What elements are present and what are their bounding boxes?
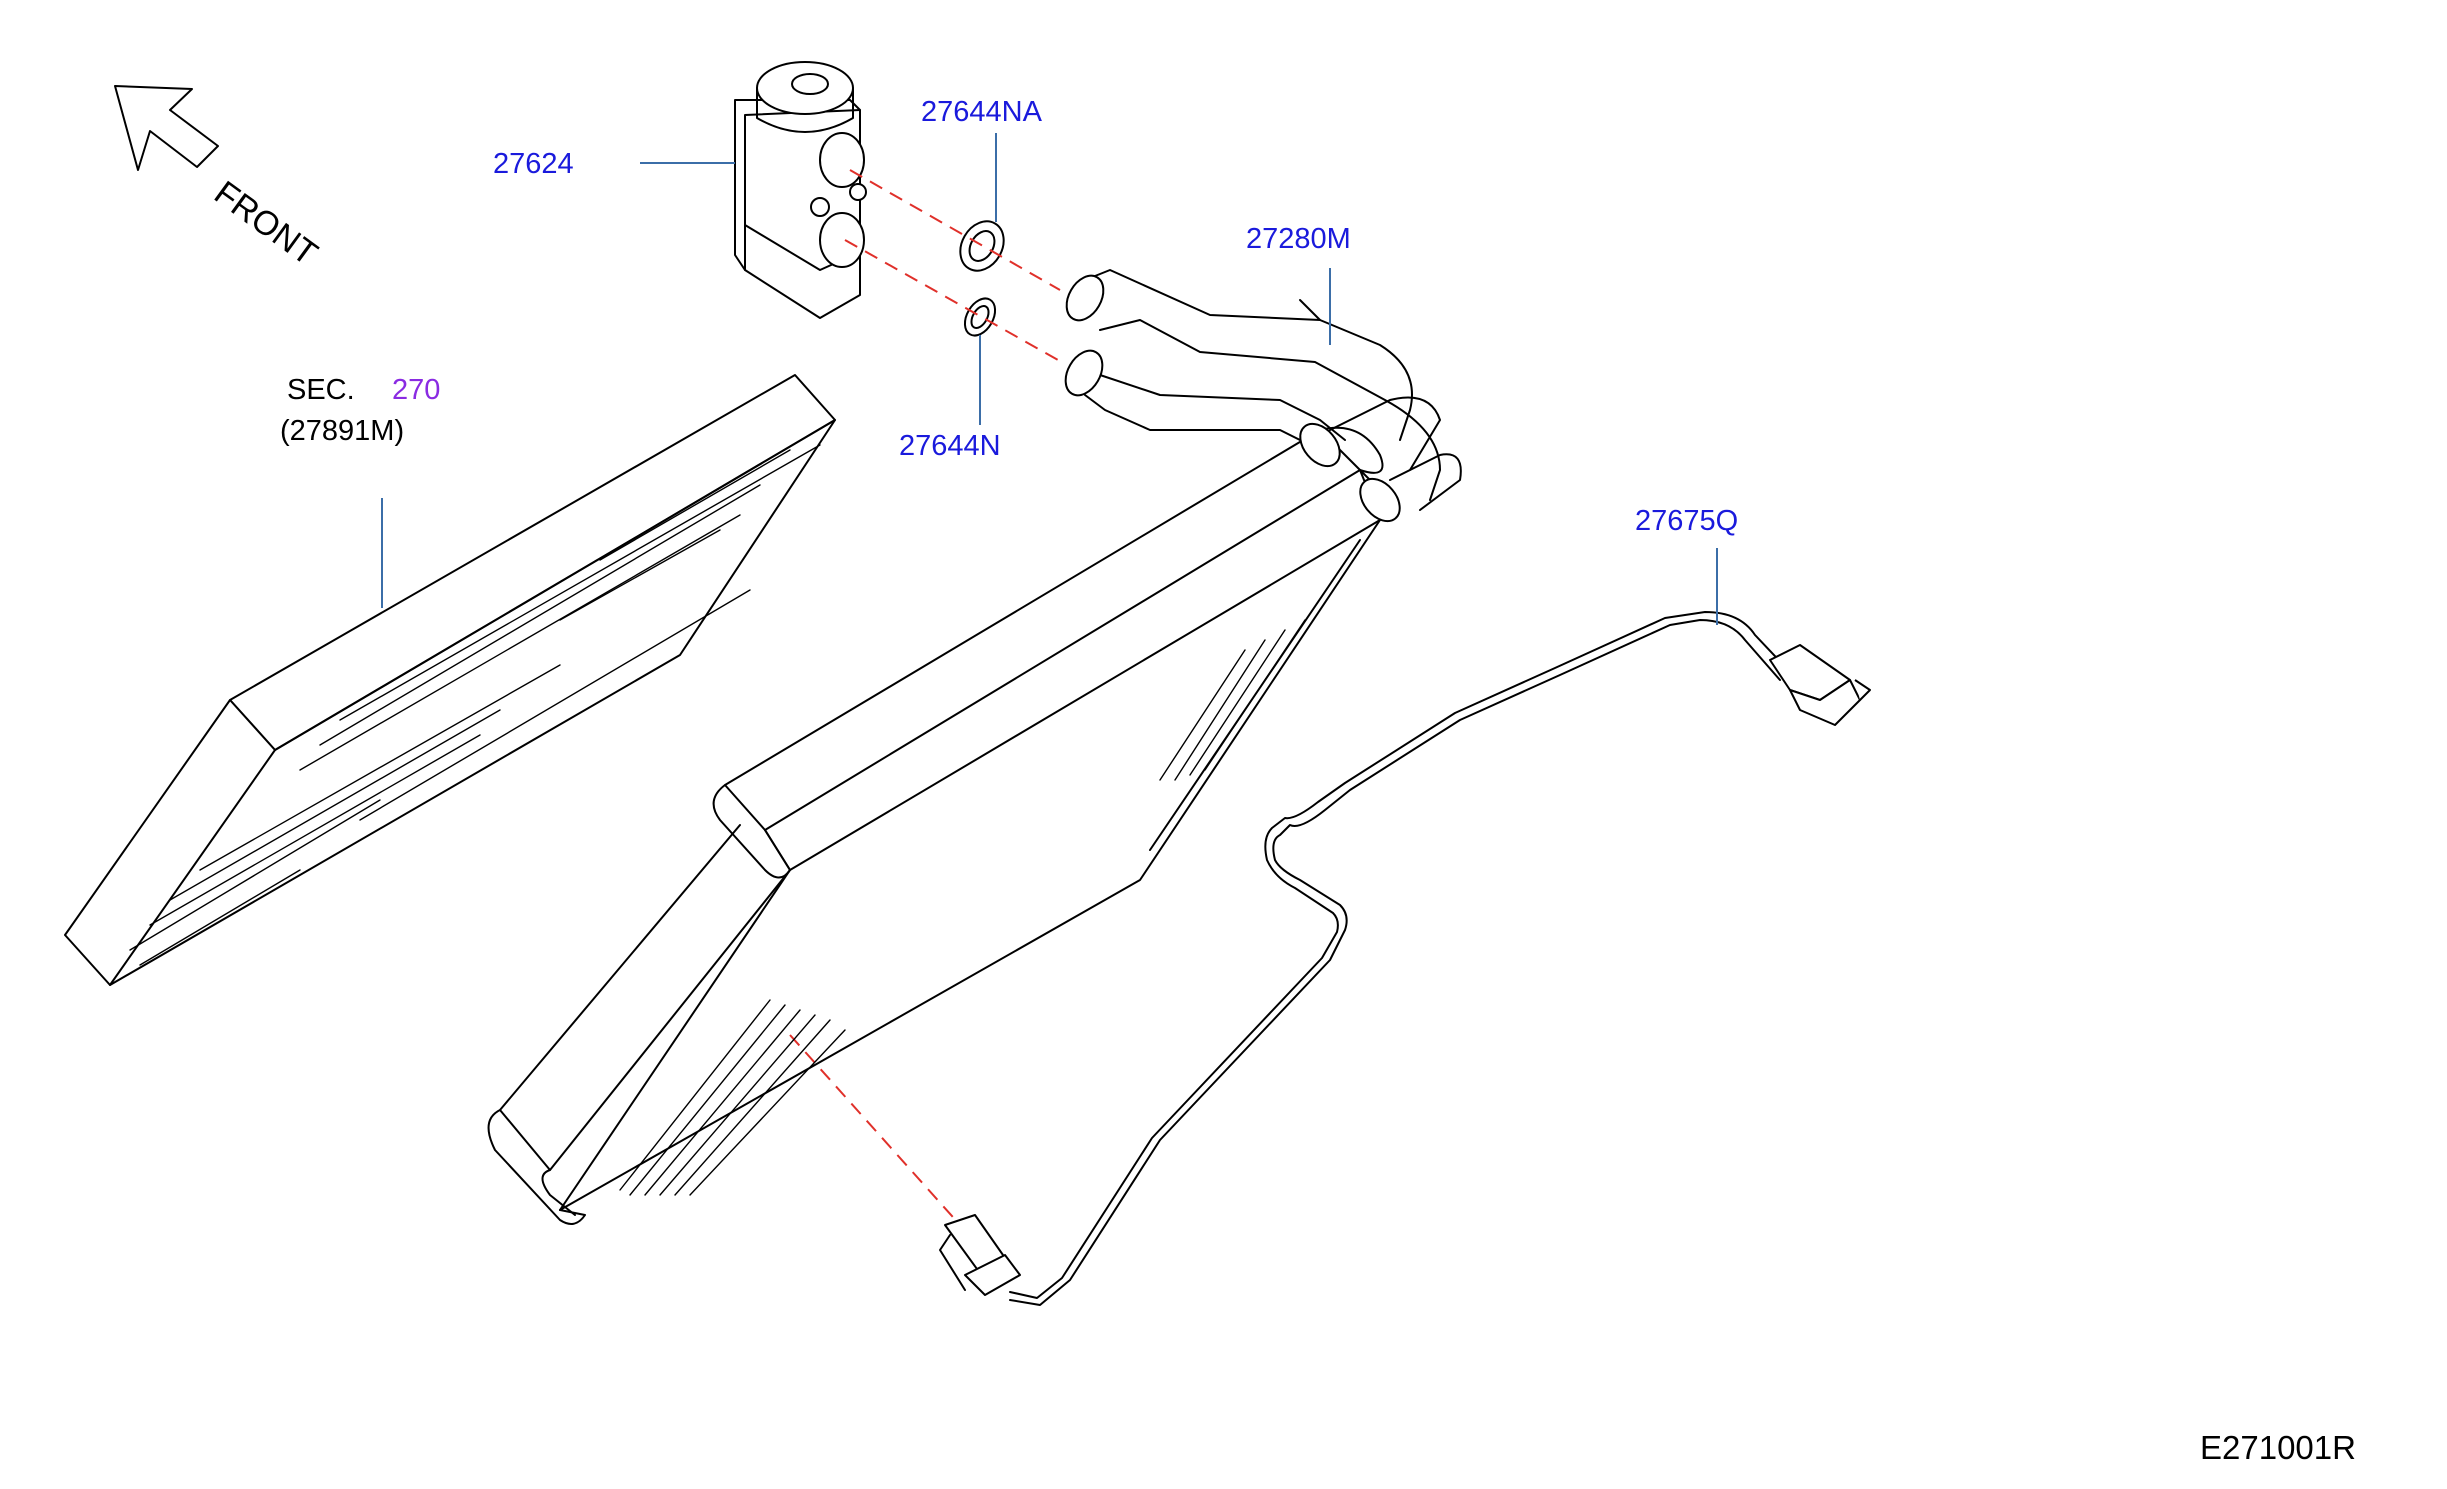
section-part-number: (27891M) [280, 415, 405, 447]
part-label-27280M[interactable]: 27280M [1246, 223, 1351, 255]
section-number-link[interactable]: 270 [392, 374, 441, 406]
expansion-valve[interactable] [734, 61, 867, 319]
evaporator-core[interactable] [487, 396, 1462, 1225]
part-label-27644N[interactable]: 27644N [899, 430, 1001, 462]
front-label: FRONT [207, 174, 324, 274]
part-label-27675Q[interactable]: 27675Q [1635, 505, 1739, 537]
alignment-lines [789, 169, 1061, 1226]
section-label: SEC. [287, 374, 355, 406]
part-label-27644NA[interactable]: 27644NA [921, 96, 1042, 128]
thermo-sensor-harness[interactable] [939, 611, 1871, 1306]
front-arrow-icon: FRONT [114, 85, 324, 274]
diagram-code: E271001R [2200, 1429, 2356, 1466]
leader-lines [381, 133, 1718, 625]
o-ring-large[interactable] [952, 213, 1013, 278]
part-label-27624[interactable]: 27624 [493, 148, 574, 180]
cabin-filter[interactable] [64, 374, 836, 986]
pipe-assembly[interactable] [1058, 269, 1441, 501]
o-ring-small[interactable] [959, 293, 1002, 341]
